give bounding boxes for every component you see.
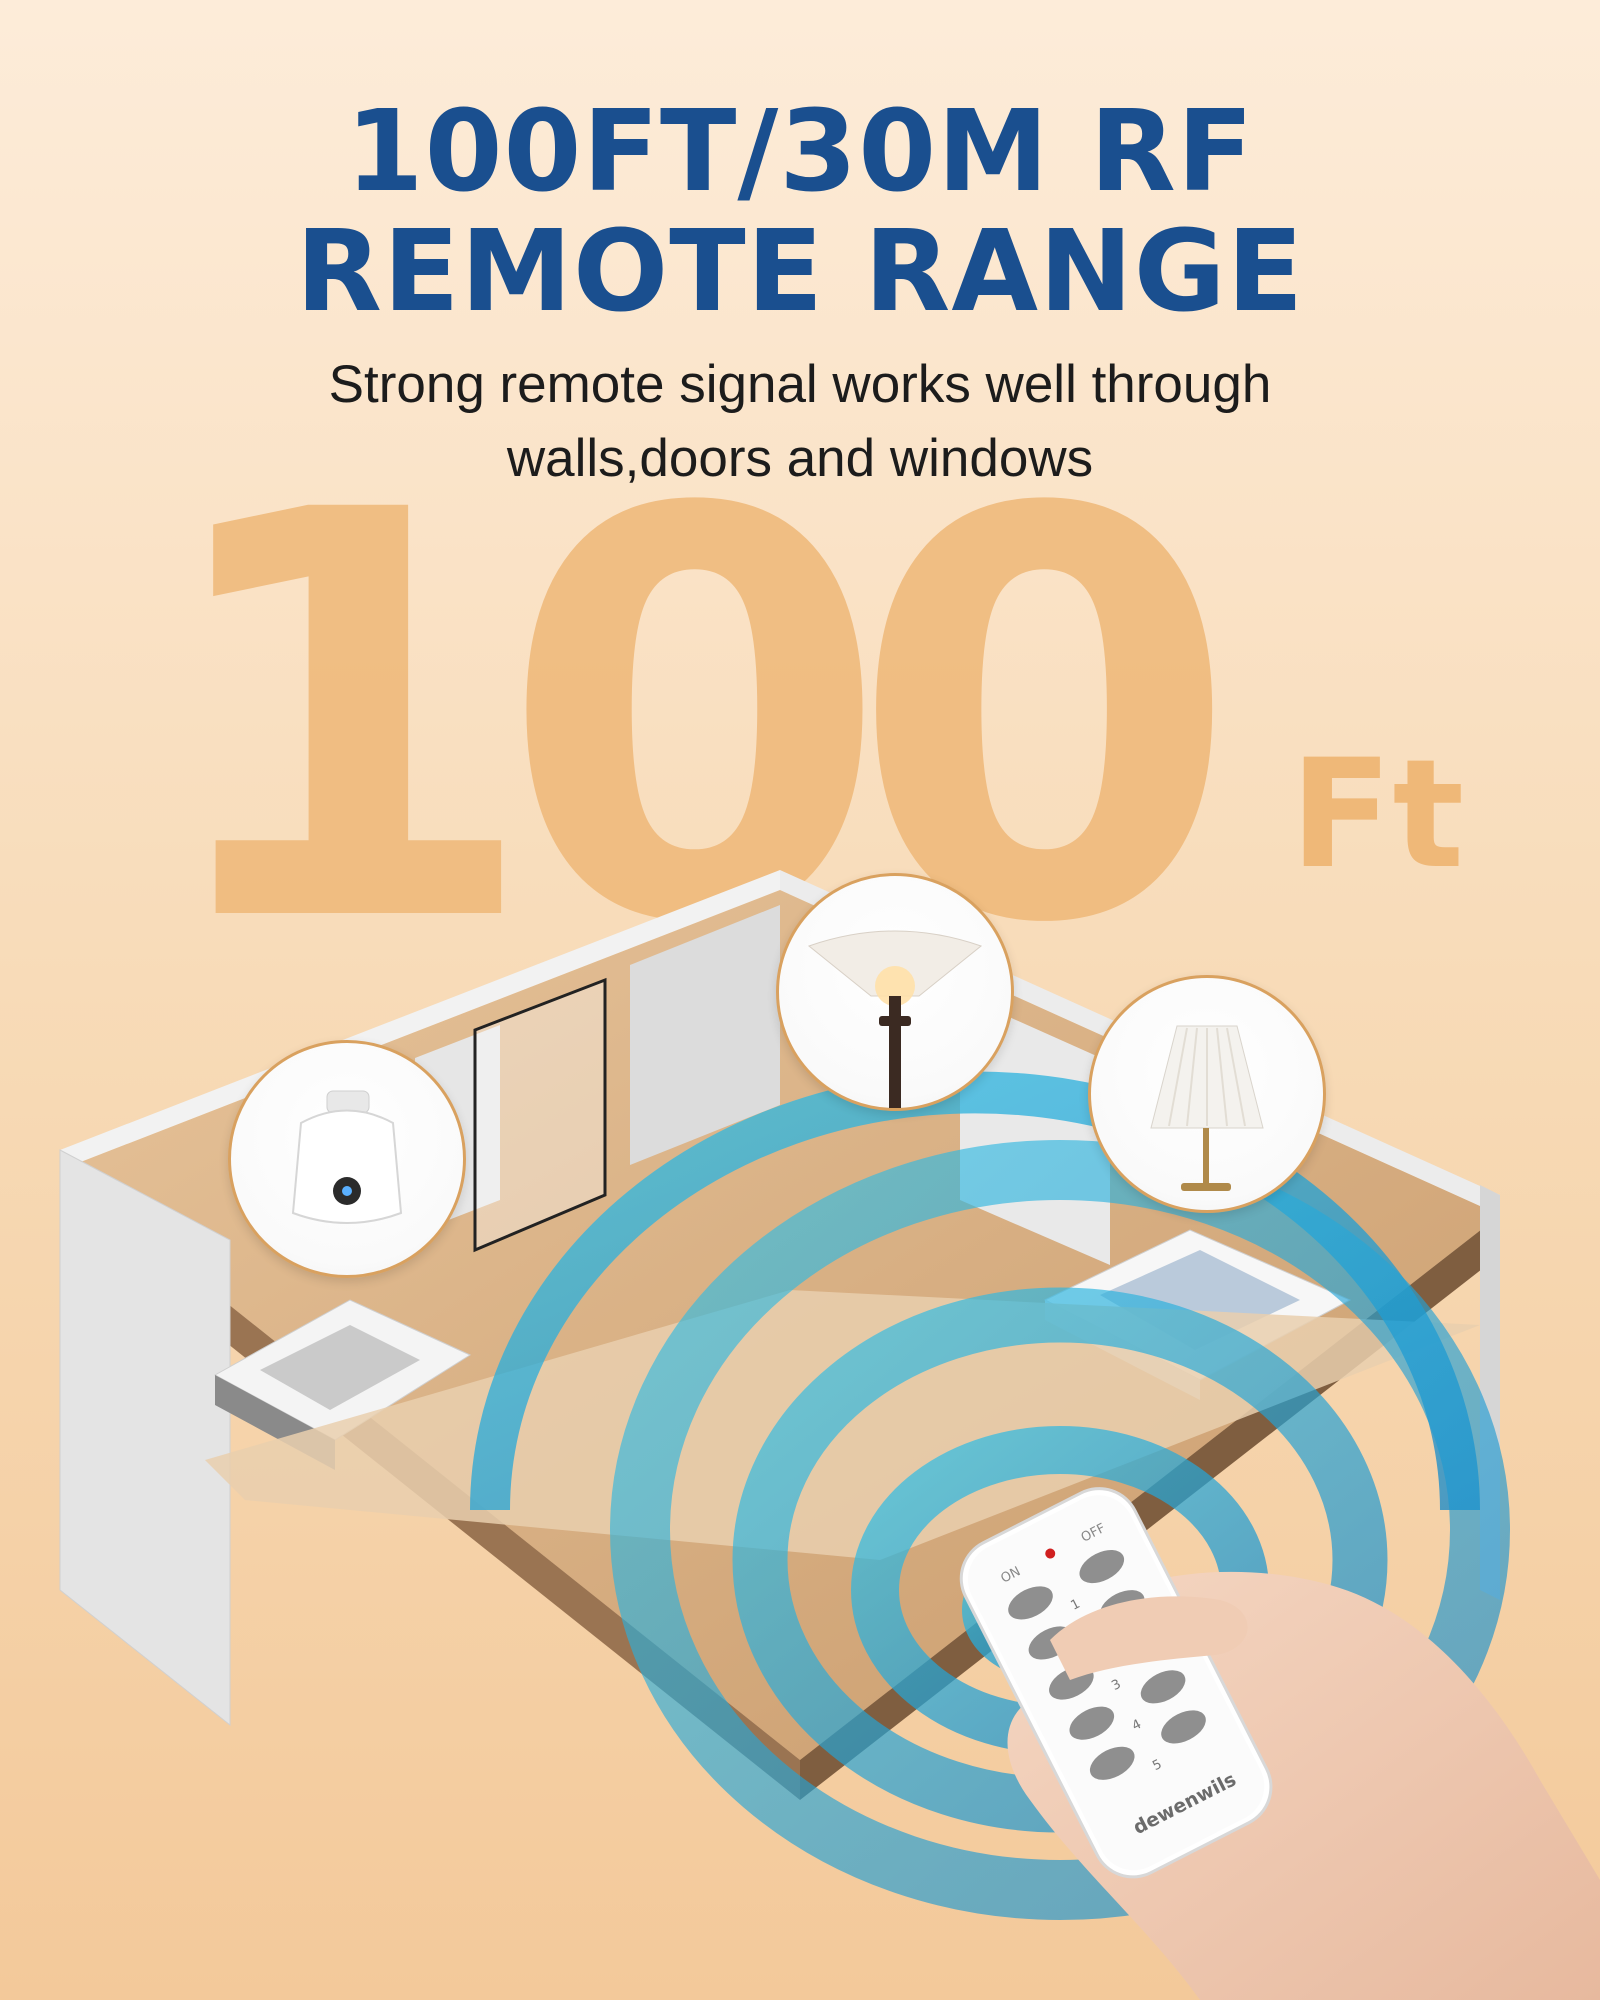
table-lamp-badge (1088, 975, 1326, 1213)
subtitle-line-1: Strong remote signal works well through (328, 355, 1272, 414)
subtitle-line-2: walls,doors and windows (506, 429, 1094, 488)
thumb (1050, 1596, 1248, 1680)
humidifier-icon (291, 1090, 403, 1224)
headline-line-2: REMOTE RANGE (295, 207, 1305, 337)
range-unit-graphic: Ft (1290, 728, 1465, 902)
floor-lamp-icon (807, 930, 983, 1108)
humidifier-badge (228, 1040, 466, 1278)
headline-line-1: 100FT/30M RF (345, 87, 1255, 217)
table-lamp-icon (1150, 1025, 1264, 1191)
floor-lamp-badge (776, 873, 1014, 1111)
